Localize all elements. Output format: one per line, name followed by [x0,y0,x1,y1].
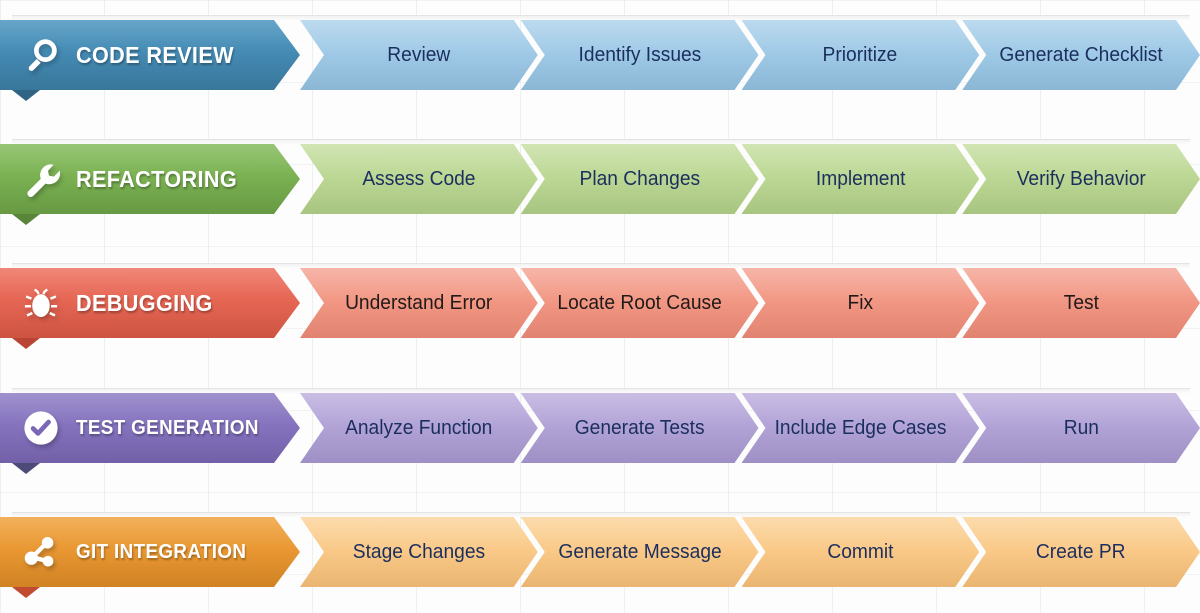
workflow-step-label: Generate Tests [574,416,705,439]
bug-icon [18,280,64,326]
workflow-row-git-integration: GIT INTEGRATION Stage Changes Generate Mes… [0,512,1200,598]
workflow-label-text: REFACTORING [76,165,238,192]
workflow-step-label: Generate Checklist [999,43,1163,66]
workflow-row-debugging: DEBUGGING Understand Error Locate Root Cau… [0,263,1200,349]
workflow-step[interactable]: Identify Issues [521,20,759,90]
workflow-step-label: Understand Error [345,291,493,314]
workflow-step[interactable]: Plan Changes [521,144,759,214]
workflow-step[interactable]: Commit [742,517,980,587]
workflow-step[interactable]: Generate Tests [521,393,759,463]
ribbon-fold [12,463,40,474]
workflow-label-refactoring[interactable]: REFACTORING [0,144,300,214]
workflow-steps: Review Identify Issues Prioritize Generate … [300,20,1200,90]
row-top-edge [12,15,1190,20]
workflow-steps: Analyze Function Generate Tests Include Ed… [300,393,1200,463]
workflow-step-label: Commit [827,540,894,563]
workflow-step[interactable]: Fix [742,268,980,338]
workflow-label-text: TEST GENERATION [76,416,259,439]
workflow-label-debugging[interactable]: DEBUGGING [0,268,300,338]
check-circle-icon [18,405,64,451]
workflow-step[interactable]: Test [962,268,1200,338]
workflow-step-label: Locate Root Cause [557,291,722,314]
workflow-label-text: CODE REVIEW [76,41,234,68]
workflow-label-git-integration[interactable]: GIT INTEGRATION [0,517,300,587]
workflow-step[interactable]: Locate Root Cause [521,268,759,338]
workflow-row-refactoring: REFACTORING Assess Code Plan Changes Implem… [0,139,1200,225]
workflow-step[interactable]: Verify Behavior [962,144,1200,214]
workflow-step-label: Assess Code [362,167,476,190]
workflow-step-label: Plan Changes [579,167,700,190]
workflow-step[interactable]: Understand Error [300,268,538,338]
workflow-label-code-review[interactable]: CODE REVIEW [0,20,300,90]
workflow-step[interactable]: Prioritize [742,20,980,90]
workflow-step-label: Review [387,43,451,66]
workflow-step[interactable]: Review [300,20,538,90]
workflow-step-label: Verify Behavior [1016,167,1146,190]
workflow-label-test-generation[interactable]: TEST GENERATION [0,393,300,463]
workflow-step-label: Identify Issues [578,43,701,66]
workflow-steps: Assess Code Plan Changes Implement Verify B… [300,144,1200,214]
ribbon-fold [12,338,40,349]
workflow-step-label: Implement [815,167,906,190]
workflow-step[interactable]: Implement [742,144,980,214]
workflow-step[interactable]: Create PR [962,517,1200,587]
workflow-row-test-generation: TEST GENERATION Analyze Function Generate … [0,388,1200,474]
workflow-step[interactable]: Analyze Function [300,393,538,463]
row-top-edge [12,263,1190,268]
workflow-row-code-review: CODE REVIEW Review Identify Issues Prioriti… [0,15,1200,101]
ribbon-fold [12,214,40,225]
workflow-step-label: Generate Message [557,540,722,563]
workflow-step[interactable]: Stage Changes [300,517,538,587]
wrench-icon [18,156,64,202]
row-top-edge [12,512,1190,517]
row-top-edge [12,388,1190,393]
workflow-step[interactable]: Run [962,393,1200,463]
workflow-steps: Stage Changes Generate Message Commit Creat… [300,517,1200,587]
workflow-step-label: Fix [847,291,874,314]
workflow-step-label: Analyze Function [345,416,493,439]
row-top-edge [12,139,1190,144]
workflow-step[interactable]: Include Edge Cases [742,393,980,463]
workflow-step[interactable]: Generate Message [521,517,759,587]
workflow-steps: Understand Error Locate Root Cause Fix Test [300,268,1200,338]
workflow-step-label: Run [1063,416,1099,439]
workflow-step-label: Prioritize [823,43,898,66]
magnifier-icon [18,32,64,78]
ribbon-fold [12,587,40,598]
workflow-step-label: Create PR [1036,540,1126,563]
workflow-step[interactable]: Assess Code [300,144,538,214]
workflow-step-label: Include Edge Cases [774,416,947,439]
workflow-label-text: GIT INTEGRATION [76,540,247,563]
workflow-step[interactable]: Generate Checklist [962,20,1200,90]
git-branch-icon [18,529,64,575]
workflow-step-label: Stage Changes [352,540,486,563]
workflow-step-label: Test [1063,291,1099,314]
workflow-label-text: DEBUGGING [76,289,213,316]
ribbon-fold [12,90,40,101]
